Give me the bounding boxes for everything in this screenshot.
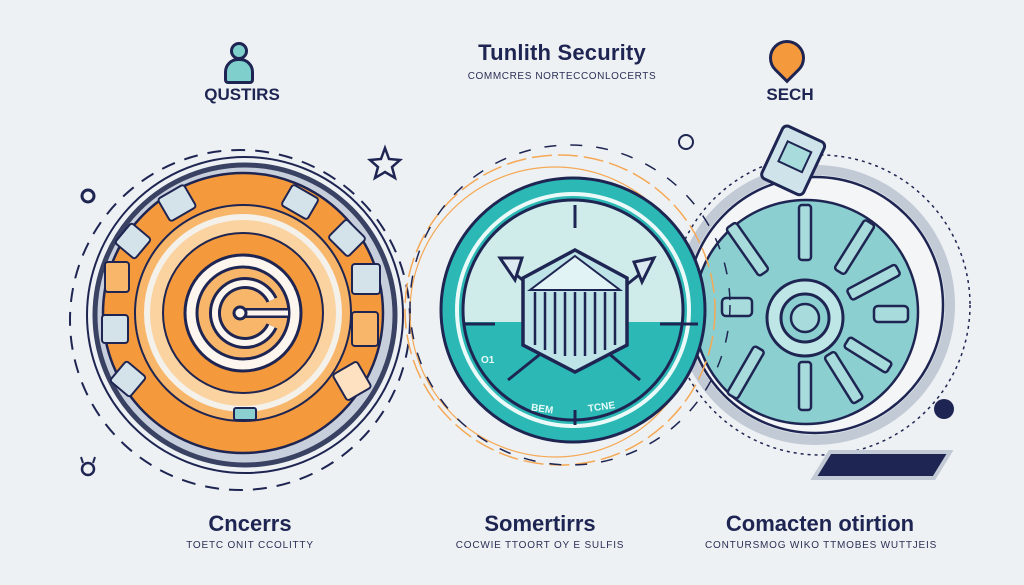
- column-heading-2: Somertirrs: [484, 511, 596, 536]
- star-icon: [366, 144, 404, 181]
- right-icon-label: SECH: [766, 85, 814, 104]
- page-subtitle: commcres nortecconlocerts: [467, 71, 657, 82]
- vault-disc: [669, 124, 971, 480]
- orange-disc: [69, 144, 411, 491]
- user-icon: [222, 42, 256, 86]
- left-icon-label: QUSTIRS: [204, 85, 280, 104]
- location-pin-icon: [761, 32, 813, 84]
- column-text-2: COCWIE TTOORT OY E SULFIS: [455, 540, 625, 551]
- page-title: Tunlith Security: [478, 40, 646, 65]
- teal-disc: [404, 144, 731, 466]
- column-heading-3: Comacten otirtion: [725, 511, 915, 536]
- badge-corner-text: O1: [481, 355, 495, 366]
- column-text-3: CONTURSMOG WIKO TTMOBES WUTTJEIS: [705, 540, 938, 551]
- column-heading-1: Cncerrs: [208, 511, 292, 536]
- column-text-1: TOETC ONIT CCOLITTY: [186, 540, 314, 551]
